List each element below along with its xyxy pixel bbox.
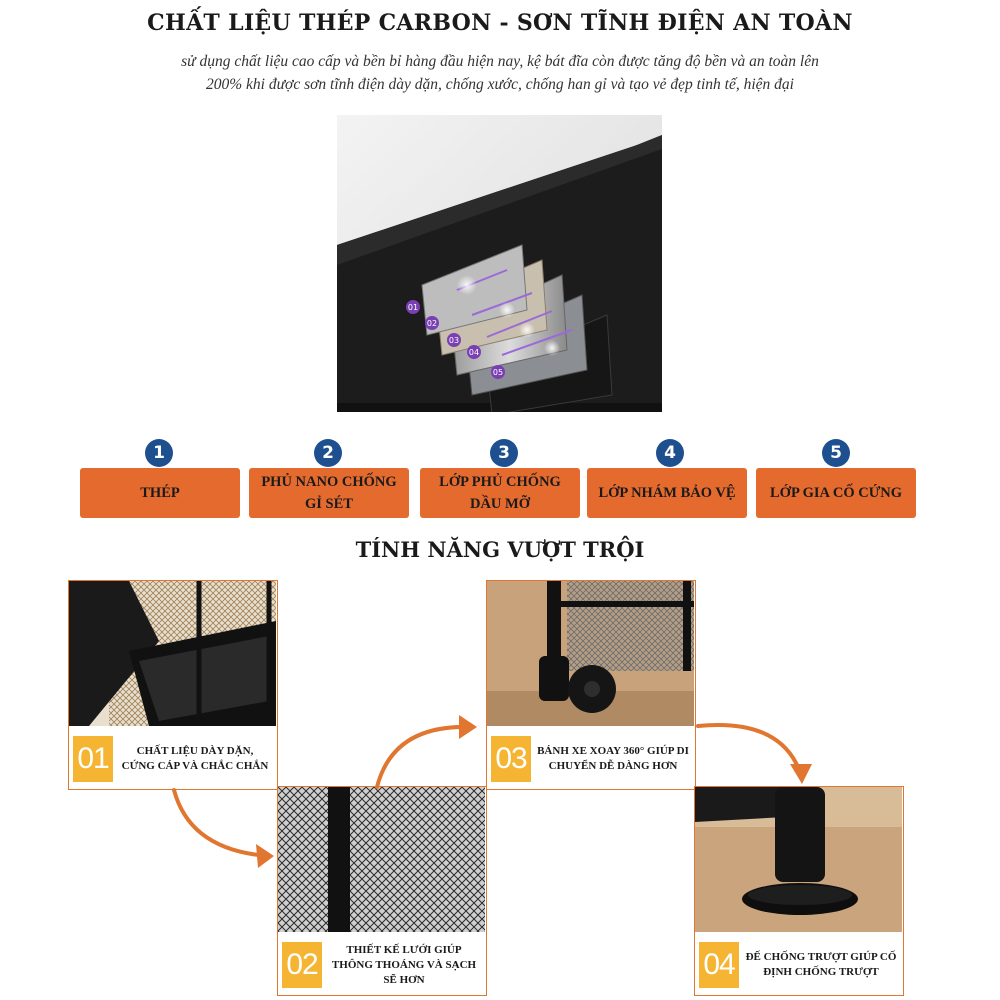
feature-photo-foot: [695, 787, 902, 932]
layer-tag-02: 02: [427, 319, 437, 328]
arrow-2-to-3: [375, 715, 477, 789]
layer-number-badge-5: 5: [822, 439, 850, 467]
feature-number-2: 02: [282, 942, 322, 988]
feature-caption-2: THIẾT KẾ LƯỚI GIÚP THÔNG THOÁNG VÀ SẠCH …: [331, 943, 477, 986]
feature-caption-3: BÁNH XE XOAY 360° GIÚP DI CHUYỂN DỄ DÀNG…: [537, 745, 689, 772]
feature-number-4: 04: [699, 942, 739, 988]
layer-tag-04: 04: [469, 348, 479, 357]
layer-label-4: LỚP NHÁM BẢO VỆ: [587, 468, 747, 518]
feature-photo-mesh: [278, 787, 485, 932]
features-title: TÍNH NĂNG VƯỢT TRỘI: [355, 537, 645, 562]
coating-layers-image: 01 02 03 04 05: [337, 115, 662, 412]
layer-tag-03: 03: [449, 336, 459, 345]
page-subtitle: sử dụng chất liệu cao cấp và bền bỉ hàng…: [181, 53, 819, 93]
layer-label-2: PHỦ NANO CHỐNG GỈ SÉT: [249, 468, 409, 518]
layer-number-badge-4: 4: [656, 439, 684, 467]
feature-card-4: 04 ĐẾ CHỐNG TRƯỢT GIÚP CỐ ĐỊNH CHỐNG TRƯ…: [694, 786, 904, 996]
feature-number-3: 03: [491, 736, 531, 782]
layer-tag-01: 01: [408, 303, 418, 312]
feature-number-1: 01: [73, 736, 113, 782]
feature-photo-shelf: [69, 581, 276, 726]
feature-photo-wheel: [487, 581, 694, 726]
layer-label-5: LỚP GIA CỐ CỨNG: [756, 468, 916, 518]
feature-card-1: 01 CHẤT LIỆU DÀY DẶN, CỨNG CÁP VÀ CHẮC C…: [68, 580, 278, 790]
layer-label-1: THÉP: [80, 468, 240, 518]
layer-label-3: LỚP PHỦ CHỐNG DẦU MỠ: [420, 468, 580, 518]
layer-number-badge-3: 3: [490, 439, 518, 467]
feature-card-3: 03 BÁNH XE XOAY 360° GIÚP DI CHUYỂN DỄ D…: [486, 580, 696, 790]
feature-card-2: 02 THIẾT KẾ LƯỚI GIÚP THÔNG THOÁNG VÀ SẠ…: [277, 786, 487, 996]
arrow-3-to-4: [696, 723, 812, 784]
feature-caption-4: ĐẾ CHỐNG TRƯỢT GIÚP CỐ ĐỊNH CHỐNG TRƯỢT: [745, 951, 897, 978]
coating-layers-illustration: 01 02 03 04 05: [337, 115, 662, 412]
layer-number-badge-1: 1: [145, 439, 173, 467]
page-title: CHẤT LIỆU THÉP CARBON - SƠN TĨNH ĐIỆN AN…: [147, 10, 853, 36]
layer-tag-05: 05: [493, 368, 503, 377]
feature-caption-1: CHẤT LIỆU DÀY DẶN, CỨNG CÁP VÀ CHẮC CHẮN: [121, 745, 269, 772]
layer-number-badge-2: 2: [314, 439, 342, 467]
arrow-1-to-2: [172, 788, 274, 868]
